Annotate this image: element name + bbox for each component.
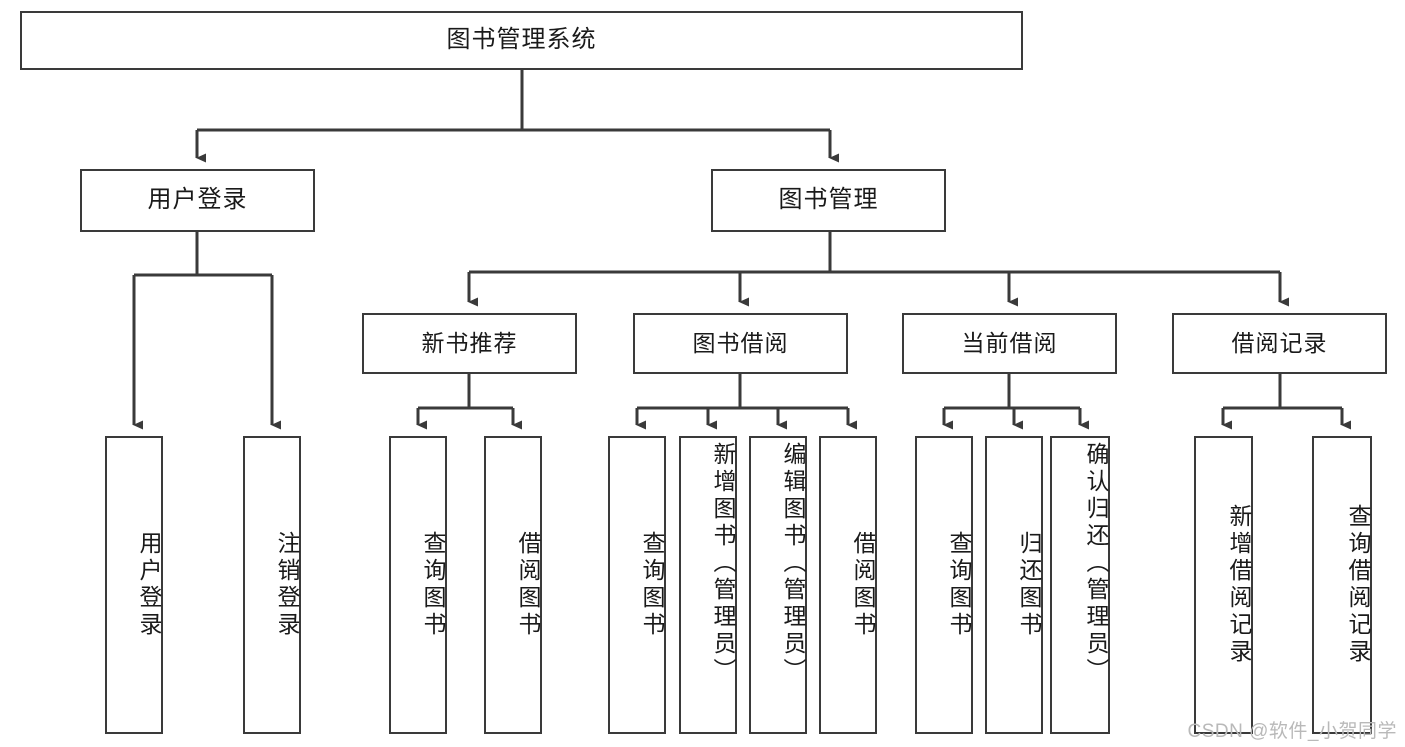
leaf-current-return-book[interactable]: 归还图书	[985, 436, 1043, 734]
node-borrow-record[interactable]: 借阅记录	[1172, 313, 1387, 374]
leaf-record-add-record[interactable]: 新增借阅记录	[1194, 436, 1253, 734]
node-label: 注销登录	[274, 531, 300, 639]
node-label: 图书管理系统	[446, 26, 597, 54]
node-book-borrow[interactable]: 图书借阅	[633, 313, 848, 374]
node-label: 查询图书	[420, 531, 446, 639]
node-label: 用户登录	[147, 186, 248, 214]
node-label: 归还图书	[1016, 531, 1042, 639]
node-user-login[interactable]: 用户登录	[80, 169, 315, 232]
csdn-watermark: CSDN @软件_小贺同学	[1187, 721, 1397, 742]
node-label: 编辑图书（管理员）	[780, 442, 806, 685]
leaf-recommend-borrow-book[interactable]: 借阅图书	[484, 436, 542, 734]
node-label: 图书管理	[778, 186, 879, 214]
leaf-borrow-edit-book-admin[interactable]: 编辑图书（管理员）	[749, 436, 807, 734]
node-label: 借阅记录	[1231, 329, 1328, 356]
leaf-borrow-add-book-admin[interactable]: 新增图书（管理员）	[679, 436, 737, 734]
node-label: 借阅图书	[515, 531, 541, 639]
node-current-borrow[interactable]: 当前借阅	[902, 313, 1117, 374]
leaf-borrow-query-book[interactable]: 查询图书	[608, 436, 666, 734]
node-label: 查询图书	[946, 531, 972, 639]
node-label: 新增借阅记录	[1226, 504, 1252, 666]
node-label: 查询图书	[639, 531, 665, 639]
node-book-management[interactable]: 图书管理	[711, 169, 946, 232]
leaf-recommend-query-book[interactable]: 查询图书	[389, 436, 447, 734]
node-root-library-system[interactable]: 图书管理系统	[20, 11, 1023, 70]
node-label: 用户登录	[136, 531, 162, 639]
node-label: 查询借阅记录	[1345, 504, 1371, 666]
leaf-record-query-record[interactable]: 查询借阅记录	[1312, 436, 1372, 734]
node-label: 确认归还（管理员）	[1083, 442, 1109, 685]
node-label: 新书推荐	[421, 329, 518, 356]
leaf-current-confirm-return-admin[interactable]: 确认归还（管理员）	[1050, 436, 1110, 734]
node-label: 图书借阅	[692, 329, 789, 356]
leaf-user-login-login[interactable]: 用户登录	[105, 436, 163, 734]
leaf-borrow-borrow-book[interactable]: 借阅图书	[819, 436, 877, 734]
node-new-book-recommend[interactable]: 新书推荐	[362, 313, 577, 374]
node-label: 新增图书（管理员）	[710, 442, 736, 685]
node-label: 当前借阅	[961, 329, 1058, 356]
leaf-user-login-logout[interactable]: 注销登录	[243, 436, 301, 734]
node-label: 借阅图书	[850, 531, 876, 639]
leaf-current-query-book[interactable]: 查询图书	[915, 436, 973, 734]
